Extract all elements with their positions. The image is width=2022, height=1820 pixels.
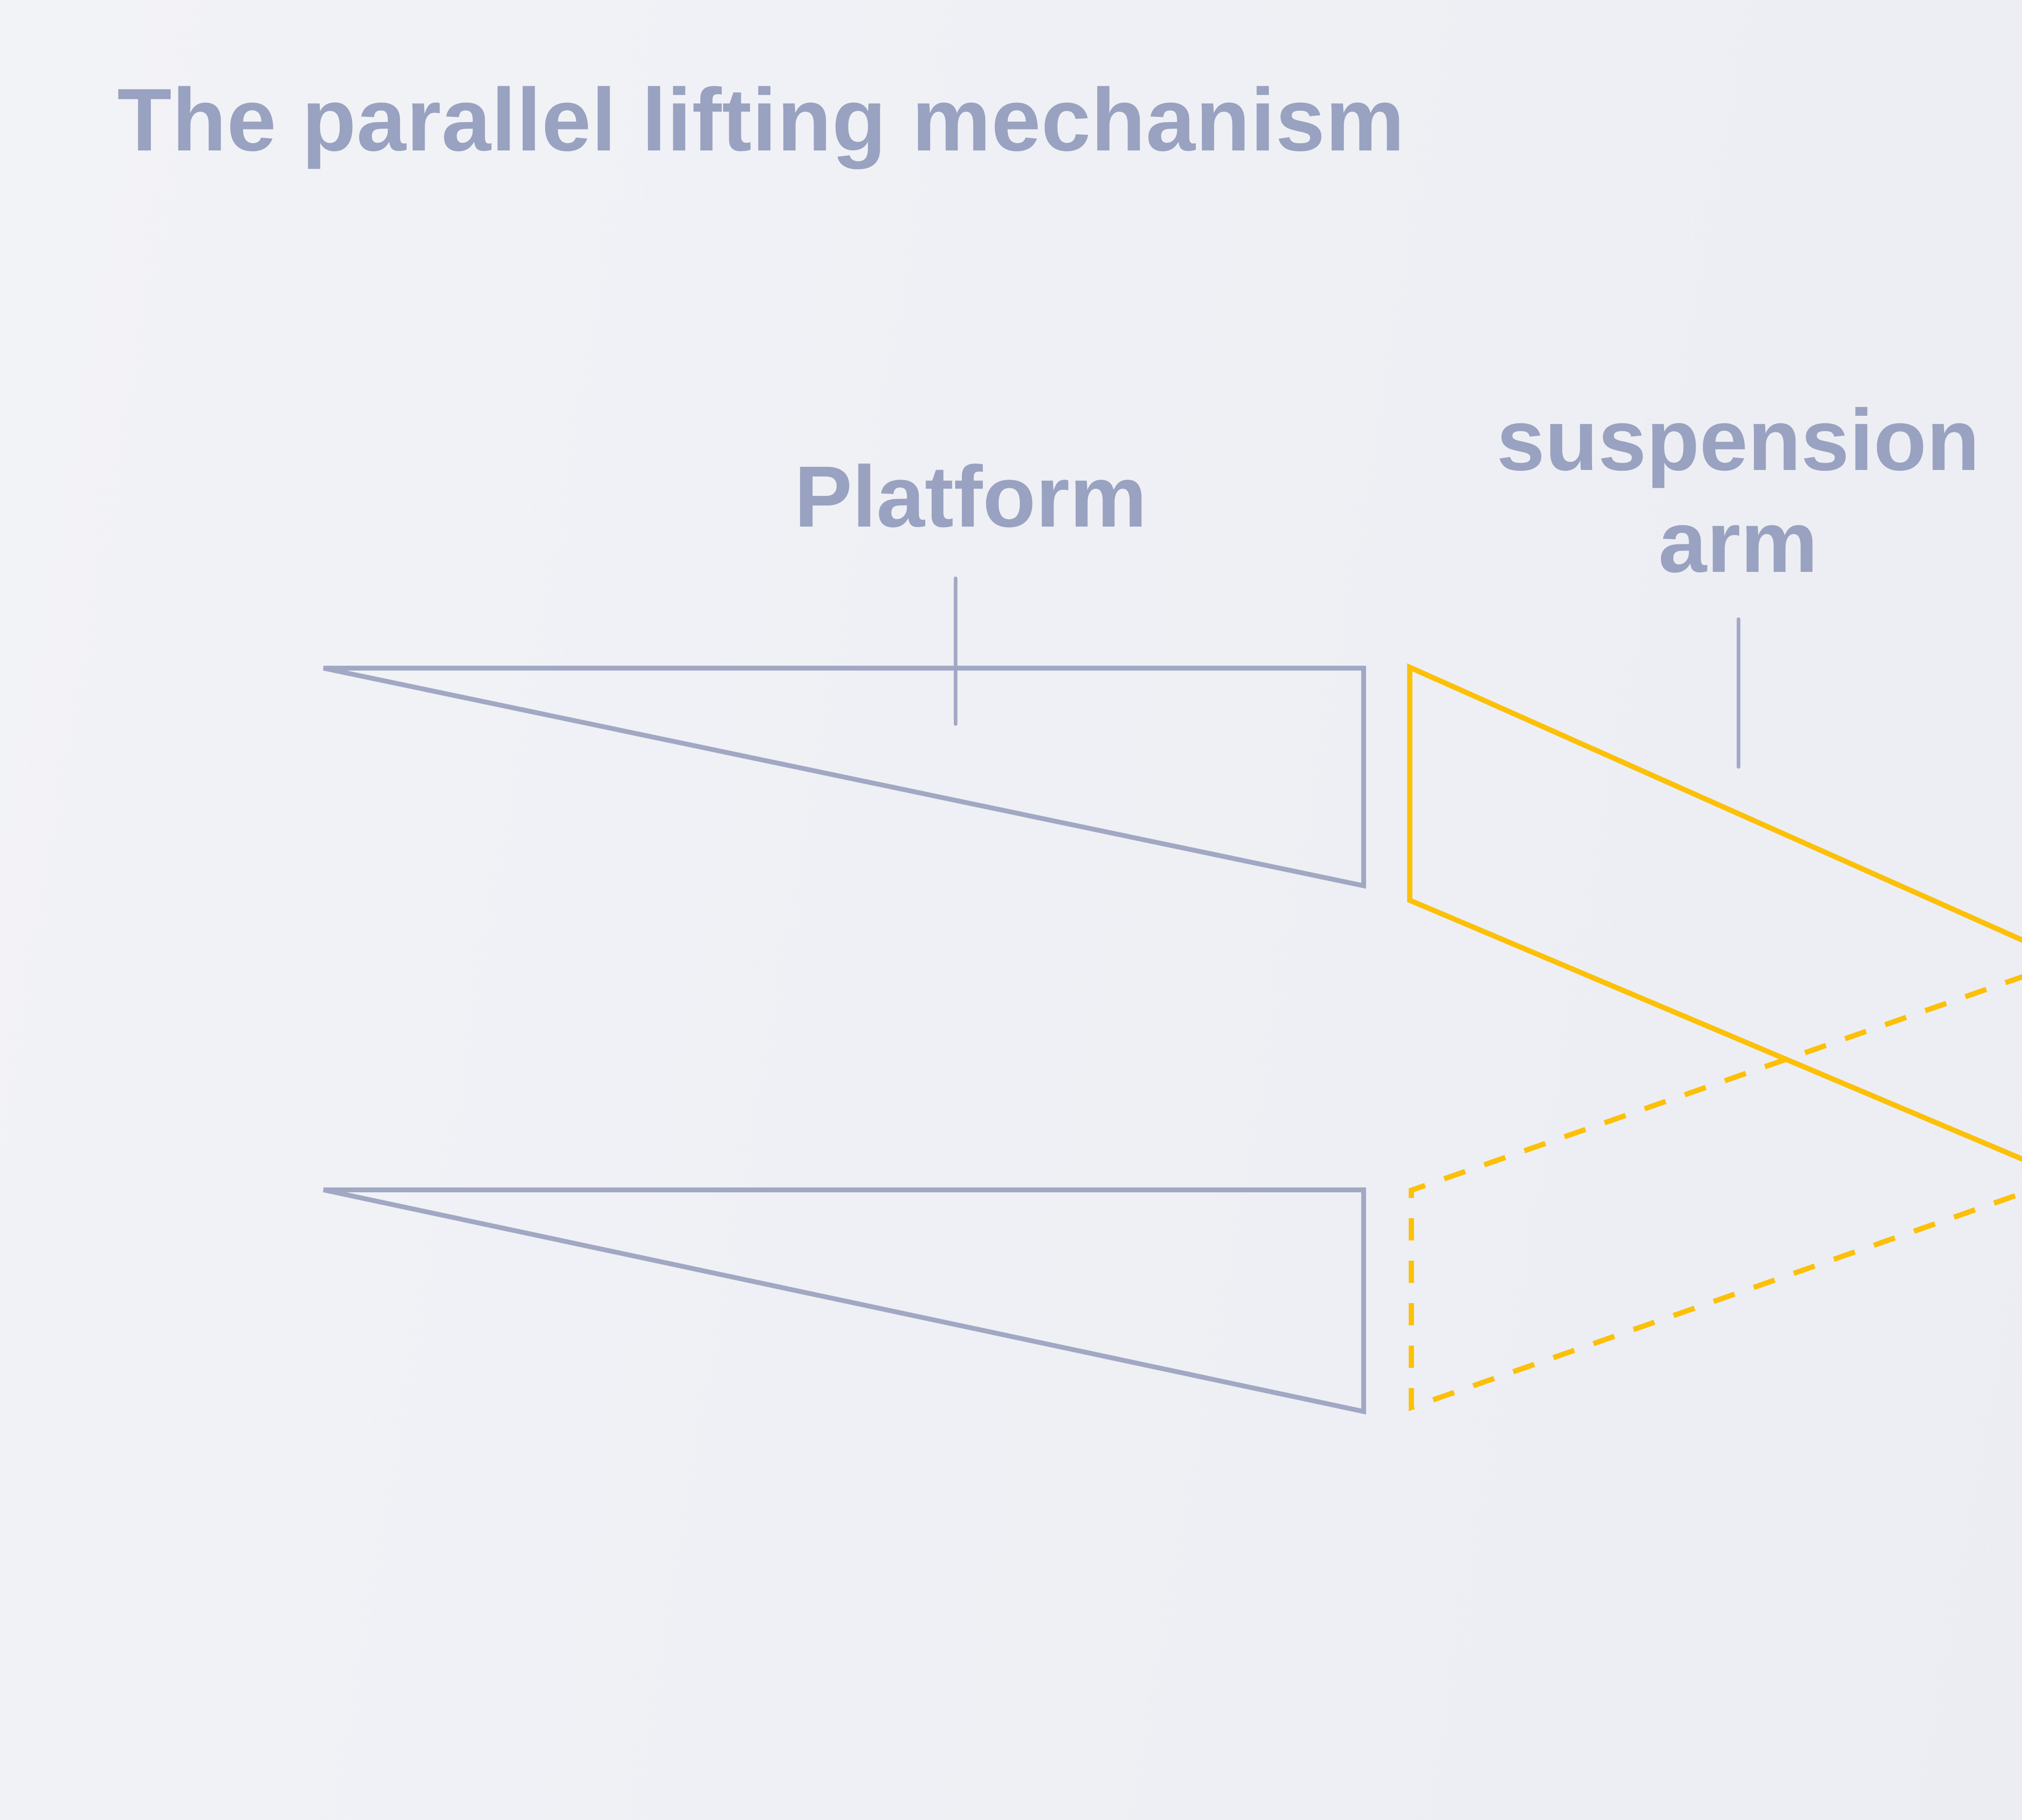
platform-upper-plate: [323, 666, 1366, 889]
platform-label: Platform: [794, 448, 1147, 545]
suspension-arm-front: [1407, 663, 2022, 1162]
page-title: The parallel lifting mechanism: [117, 70, 1405, 169]
platform-lower-plate: [323, 1187, 1366, 1415]
suspension-arm-label: suspension arm: [1496, 391, 1980, 590]
suspension-arm-rear-dashed: [1409, 974, 2022, 1412]
